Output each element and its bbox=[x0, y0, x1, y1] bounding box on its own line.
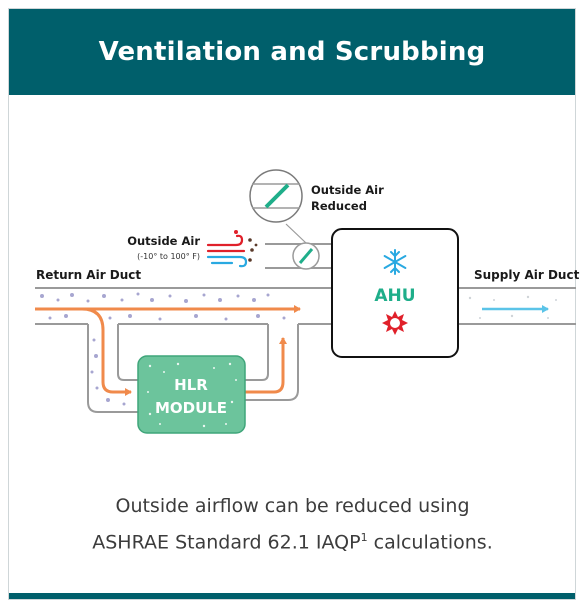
ahu-label: AHU bbox=[374, 286, 415, 306]
ventilation-card: Ventilation and Scrubbing bbox=[8, 8, 576, 600]
wind-icon bbox=[206, 230, 258, 268]
hlr-label-line1: HLR bbox=[174, 376, 208, 394]
caption-line-2: ASHRAE Standard 62.1 IAQP1 calculations. bbox=[0, 522, 585, 558]
outside-air-duct bbox=[265, 223, 332, 270]
return-air-duct-label: Return Air Duct bbox=[36, 268, 141, 282]
outside-air-reduced-label-2: Reduced bbox=[311, 199, 367, 213]
hlr-module: HLR MODULE bbox=[137, 355, 246, 434]
caption-line-2-end: calculations. bbox=[367, 531, 493, 554]
supply-air-duct bbox=[458, 287, 576, 325]
caption-line-1: Outside airflow can be reduced using bbox=[115, 495, 470, 517]
return-flow-arrows bbox=[35, 305, 301, 396]
footnote-marker: 1 bbox=[360, 531, 368, 544]
page-title: Ventilation and Scrubbing bbox=[98, 37, 486, 67]
outside-air-reduced-label-1: Outside Air bbox=[311, 183, 384, 197]
sun-icon bbox=[382, 311, 408, 335]
snowflake-icon bbox=[383, 249, 407, 275]
header-bar: Ventilation and Scrubbing bbox=[9, 9, 575, 95]
damper-icon bbox=[249, 169, 303, 223]
damper-small-icon bbox=[298, 248, 314, 264]
hlr-label-line2: MODULE bbox=[155, 399, 227, 417]
outside-air-range: (-10° to 100° F) bbox=[137, 252, 200, 261]
outside-air-label: Outside Air bbox=[127, 234, 200, 248]
air-particles bbox=[40, 292, 286, 406]
footer-bar bbox=[9, 593, 575, 599]
caption-line-2-text: ASHRAE Standard 62.1 IAQP bbox=[92, 531, 361, 554]
ahu-unit: AHU bbox=[331, 228, 459, 358]
caption: Outside airflow can be reduced using ASH… bbox=[0, 490, 585, 558]
return-air-duct bbox=[35, 287, 332, 413]
supply-air-duct-label: Supply Air Duct bbox=[474, 268, 580, 282]
